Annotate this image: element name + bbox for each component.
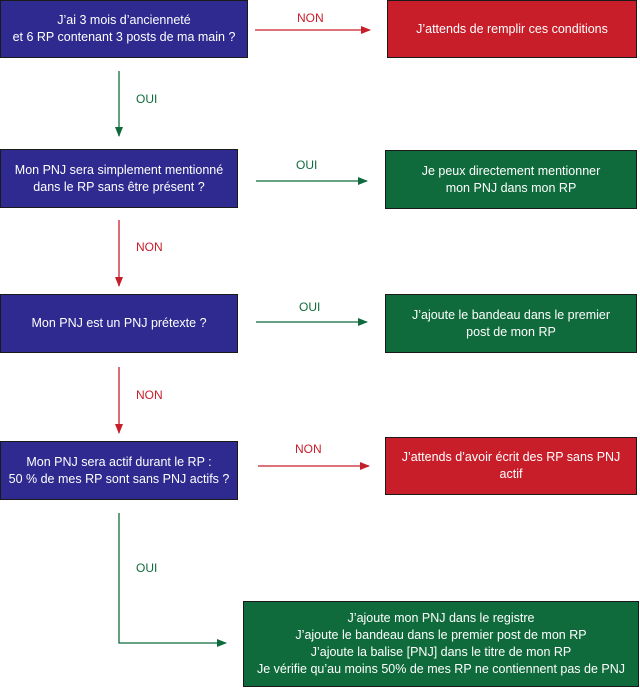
edge-label-q1-r1: NON [297,11,324,25]
node-line: actif [499,467,523,481]
question-node-pretexte: Mon PNJ est un PNJ prétexte ? [0,294,238,353]
node-line: et 6 RP contenant 3 posts de ma main ? [12,30,236,44]
result-node-mention-directe: Je peux directement mentionner mon PNJ d… [385,150,637,209]
edge-label-q2-r2: OUI [296,158,318,172]
question-node-mention: Mon PNJ sera simplement mentionné dans l… [0,149,238,208]
node-line: Mon PNJ sera actif durant le RP : [26,454,212,469]
node-line: Mon PNJ est un PNJ prétexte ? [31,316,207,330]
result-node-registre: J’ajoute mon PNJ dans le registre J’ajou… [243,601,639,687]
node-line: mon PNJ dans mon RP [445,180,577,195]
edge-label-q4-r4: NON [295,442,322,456]
edge-label-q3-r3: OUI [299,300,321,314]
node-line: dans le RP sans être présent ? [33,179,205,194]
edge-label-q4-r5: OUI [136,561,158,575]
result-node-attendre-rp: J’attends d’avoir écrit des RP sans PNJ … [385,437,637,495]
edge-label-q1-q2: OUI [136,92,158,106]
node-line: Je vérifie qu’au moins 50% de mes RP ne … [256,662,626,676]
result-node-attendre-conditions: J’attends de remplir ces conditions [387,0,637,58]
node-line: J’ajoute mon PNJ dans le registre [347,611,535,625]
edge-q4-r5 [118,513,227,647]
node-line: Mon PNJ sera simplement mentionné [14,162,224,177]
edge-label-q2-q3: NON [136,240,163,254]
edge-label-q3-q4: NON [136,388,163,402]
node-line: post de mon RP [466,324,556,339]
question-node-ancienneté: J’ai 3 mois d’ancienneté et 6 RP contena… [0,0,248,58]
question-node-actif: Mon PNJ sera actif durant le RP : 50 % d… [0,441,238,500]
node-line: J’ajoute la balise [PNJ] dans le titre d… [310,645,572,659]
node-line: J’ai 3 mois d’ancienneté [57,13,191,27]
node-line: J’attends de remplir ces conditions [416,21,608,36]
node-line: Je peux directement mentionner [421,163,601,178]
node-line: J’ajoute le bandeau dans le premier post… [295,628,587,642]
result-node-bandeau: J’ajoute le bandeau dans le premier post… [385,294,637,353]
node-line: 50 % de mes RP sont sans PNJ actifs ? [8,471,230,486]
node-line: J’ajoute le bandeau dans le premier [411,307,611,322]
node-line: J’attends d’avoir écrit des RP sans PNJ [401,450,621,464]
